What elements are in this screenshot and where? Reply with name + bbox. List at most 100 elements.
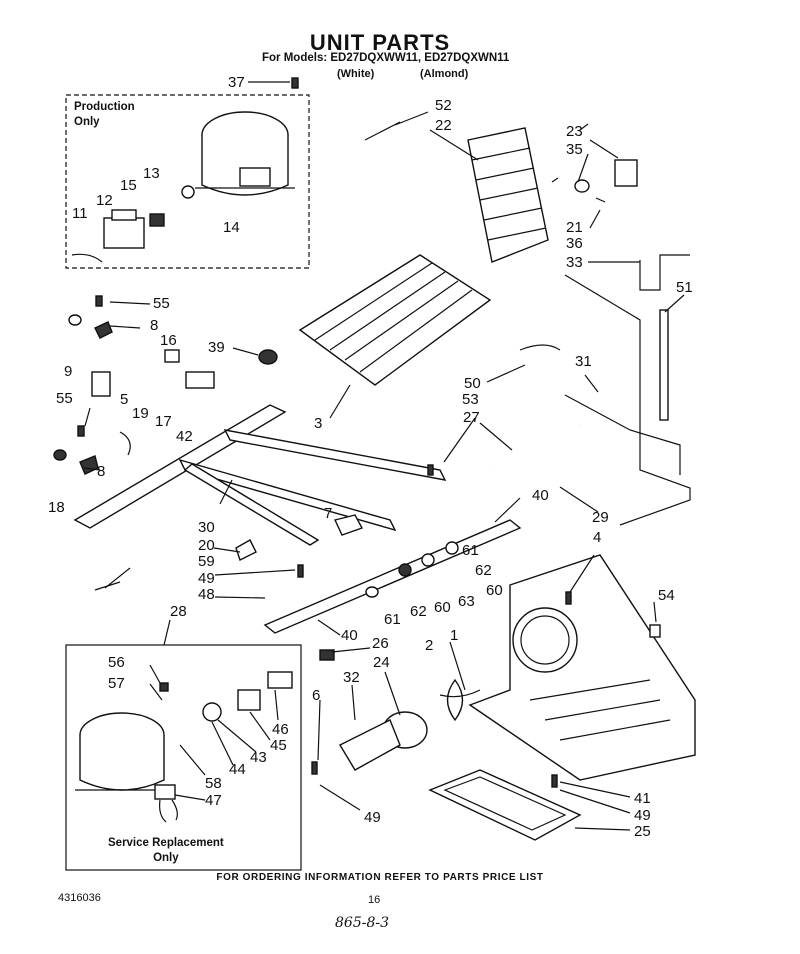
callout-9: 9 bbox=[64, 363, 72, 380]
production-only-box bbox=[65, 94, 310, 269]
model-white-label: (White) bbox=[337, 68, 375, 80]
relay-production bbox=[103, 209, 145, 249]
relay-45 bbox=[237, 689, 261, 711]
callout-15: 15 bbox=[120, 177, 137, 194]
overload-44 bbox=[202, 702, 222, 722]
cover-46 bbox=[267, 671, 293, 689]
page-title: UNIT PARTS bbox=[309, 30, 451, 55]
screws bbox=[77, 77, 572, 788]
capacitor-47 bbox=[154, 784, 178, 823]
callout-45: 45 bbox=[270, 737, 287, 754]
callout-23: 23 bbox=[566, 123, 583, 140]
callout-13: 13 bbox=[143, 165, 160, 182]
model-almond-label: (Almond) bbox=[420, 68, 469, 80]
callout-49c: 49 bbox=[634, 807, 651, 824]
overload-15 bbox=[149, 213, 165, 227]
callout-7: 7 bbox=[324, 505, 332, 522]
fan-motor-24 bbox=[339, 711, 428, 771]
callout-14: 14 bbox=[223, 219, 240, 236]
callout-20: 20 bbox=[198, 537, 215, 554]
callout-35: 35 bbox=[566, 141, 583, 158]
callout-62b: 62 bbox=[410, 603, 427, 620]
service-replacement-box bbox=[65, 644, 302, 871]
condenser-3 bbox=[298, 254, 492, 386]
callout-5: 5 bbox=[120, 391, 128, 408]
callout-4: 4 bbox=[593, 529, 601, 546]
leader-lines bbox=[83, 81, 685, 831]
base-plate-4 bbox=[468, 554, 696, 781]
handwritten-note: 865-8-3 bbox=[335, 915, 389, 931]
service-label: Service Replacement Only bbox=[108, 837, 224, 864]
tube-31b bbox=[564, 394, 681, 475]
callout-61: 61 bbox=[462, 542, 479, 559]
tube-31 bbox=[564, 274, 691, 526]
callout-26: 26 bbox=[372, 635, 389, 652]
callout-3: 3 bbox=[314, 415, 322, 432]
callout-40b: 40 bbox=[341, 627, 358, 644]
callout-59: 59 bbox=[198, 553, 215, 570]
callout-39: 39 bbox=[208, 339, 225, 356]
drier-27 bbox=[488, 422, 582, 473]
tube-33 bbox=[639, 254, 690, 291]
callout-43: 43 bbox=[250, 749, 267, 766]
callout-29: 29 bbox=[592, 509, 609, 526]
callout-37: 37 bbox=[228, 74, 245, 91]
grommet-13 bbox=[181, 185, 195, 199]
tube-50 bbox=[519, 344, 561, 351]
callout-24: 24 bbox=[373, 654, 390, 671]
callout-8: 8 bbox=[150, 317, 158, 334]
callout-32: 32 bbox=[343, 669, 360, 686]
callout-49: 49 bbox=[198, 570, 215, 587]
callout-36: 36 bbox=[566, 235, 583, 252]
callout-12: 12 bbox=[96, 192, 113, 209]
callout-22: 22 bbox=[435, 117, 452, 134]
frame-30 bbox=[73, 404, 447, 546]
callout-53: 53 bbox=[462, 391, 479, 408]
heater-52 bbox=[364, 121, 401, 141]
callout-48: 48 bbox=[198, 586, 215, 603]
callout-27: 27 bbox=[463, 409, 480, 426]
callout-61b: 61 bbox=[384, 611, 401, 628]
callout-44: 44 bbox=[229, 761, 246, 778]
callout-21: 21 bbox=[566, 219, 583, 236]
callout-40: 40 bbox=[532, 487, 549, 504]
callout-47: 47 bbox=[205, 792, 222, 809]
callout-8b: 8 bbox=[97, 463, 105, 480]
models-line: For Models: ED27DQXWW11, ED27DQXWN11 bbox=[262, 52, 510, 64]
callout-labels: 37 52 22 23 35 21 36 33 51 13 15 12 11 1… bbox=[48, 74, 693, 840]
callout-51: 51 bbox=[676, 279, 693, 296]
callout-50: 50 bbox=[464, 375, 481, 392]
callout-30: 30 bbox=[198, 519, 215, 536]
evaporator-22 bbox=[467, 127, 549, 263]
callout-11: 11 bbox=[72, 205, 88, 222]
callout-57: 57 bbox=[108, 675, 125, 692]
document-number: 4316036 bbox=[58, 892, 101, 904]
callout-18: 18 bbox=[48, 499, 65, 516]
callout-55b: 55 bbox=[56, 390, 73, 407]
callout-6: 6 bbox=[312, 687, 320, 704]
callout-46: 46 bbox=[272, 721, 289, 738]
callout-42: 42 bbox=[176, 428, 193, 445]
clip-11 bbox=[71, 253, 103, 263]
callout-33: 33 bbox=[566, 254, 583, 271]
page-number: 16 bbox=[368, 894, 381, 906]
callout-54: 54 bbox=[658, 587, 675, 604]
callout-49b: 49 bbox=[364, 809, 381, 826]
callout-60b: 60 bbox=[434, 599, 451, 616]
callout-1: 1 bbox=[450, 627, 458, 644]
callout-60: 60 bbox=[486, 582, 503, 599]
ordering-footer: FOR ORDERING INFORMATION REFER TO PARTS … bbox=[216, 872, 544, 883]
callout-62: 62 bbox=[475, 562, 492, 579]
callout-63: 63 bbox=[458, 593, 475, 610]
fan-blade-2 bbox=[439, 678, 481, 722]
callout-17: 17 bbox=[155, 413, 172, 430]
callout-56: 56 bbox=[108, 654, 125, 671]
drain-pan-25 bbox=[428, 769, 582, 841]
callout-41: 41 bbox=[634, 790, 651, 807]
callout-58: 58 bbox=[205, 775, 222, 792]
compressor-production bbox=[195, 111, 295, 196]
callout-25: 25 bbox=[634, 823, 651, 840]
callout-16: 16 bbox=[160, 332, 177, 349]
callout-55: 55 bbox=[153, 295, 170, 312]
